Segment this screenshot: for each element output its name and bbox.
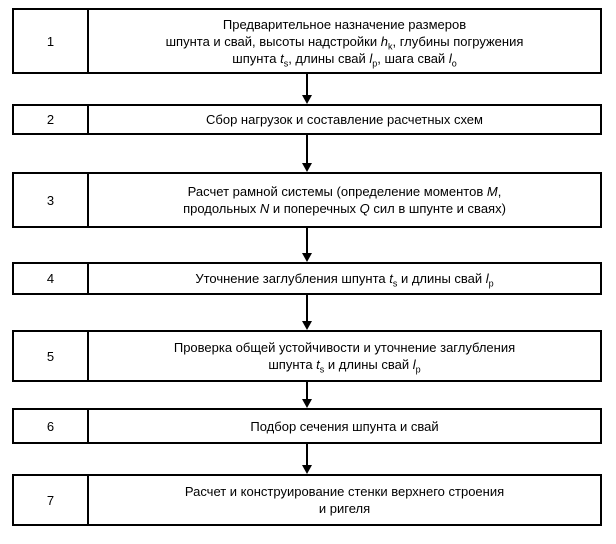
step-text-line: Проверка общей устойчивости и уточнение …: [173, 340, 516, 355]
step-number: 1: [14, 10, 89, 72]
step-number: 6: [14, 410, 89, 442]
arrow-head-icon: [302, 465, 312, 474]
arrow-head-icon: [302, 253, 312, 262]
flow-arrow-down-icon: [12, 444, 602, 474]
step-number: 5: [14, 332, 89, 380]
arrow-shaft: [306, 135, 308, 165]
step-text-line: Расчет рамной системы (определение момен…: [187, 184, 502, 199]
step-text-line: Подбор сечения шпунта и свай: [250, 418, 439, 434]
flow-step-6: 6 Подбор сечения шпунта и свай: [12, 408, 602, 444]
step-text: Расчет рамной системы (определение момен…: [89, 174, 600, 226]
step-text-line: шпунта и свай, высоты надстройки hk, глу…: [165, 33, 524, 52]
step-number: 3: [14, 174, 89, 226]
flow-arrow-down-icon: [12, 228, 602, 262]
step-text: Сбор нагрузок и составление расчетных сх…: [89, 106, 600, 133]
flow-arrow-down-icon: [12, 135, 602, 172]
arrow-shaft: [306, 382, 308, 401]
flow-step-4: 4 Уточнение заглубления шпунта ts и длины…: [12, 262, 602, 295]
step-text-line: Расчет и конструирование стенки верхнего…: [184, 484, 505, 499]
flow-step-3: 3 Расчет рамной системы (определение моме…: [12, 172, 602, 228]
step-text-line: Уточнение заглубления шпунта ts и длины …: [195, 271, 494, 289]
step-text: Уточнение заглубления шпунта ts и длины …: [89, 264, 600, 293]
arrow-head-icon: [302, 321, 312, 330]
flow-arrow-down-icon: [12, 74, 602, 104]
flow-step-7: 7 Расчет и конструирование стенки верхнег…: [12, 474, 602, 526]
step-text-line: продольных N и поперечных Q сил в шпунте…: [183, 201, 506, 216]
arrow-head-icon: [302, 95, 312, 104]
step-text: Проверка общей устойчивости и уточнение …: [89, 332, 600, 380]
step-text-line: Предварительное назначение размеров: [222, 16, 467, 32]
step-text-line: шпунта ts и длины свай lp: [268, 357, 421, 375]
step-text-line: шпунта ts, длины свай lp, шага свай lo: [232, 50, 457, 69]
arrow-head-icon: [302, 399, 312, 408]
step-number: 7: [14, 476, 89, 524]
step-text-line: и ригеля: [318, 501, 371, 516]
flow-arrow-down-icon: [12, 382, 602, 408]
step-text-line: Сбор нагрузок и составление расчетных сх…: [206, 112, 483, 127]
flow-arrow-down-icon: [12, 295, 602, 330]
flow-step-5: 5 Проверка общей устойчивости и уточнение…: [12, 330, 602, 382]
flow-step-2: 2 Сбор нагрузок и составление расчетных с…: [12, 104, 602, 135]
arrow-head-icon: [302, 163, 312, 172]
arrow-shaft: [306, 295, 308, 323]
step-text: Подбор сечения шпунта и свай: [89, 410, 600, 442]
step-number: 2: [14, 106, 89, 133]
arrow-shaft: [306, 228, 308, 255]
arrow-shaft: [306, 444, 308, 467]
step-text: Расчет и конструирование стенки верхнего…: [89, 476, 600, 524]
arrow-shaft: [306, 74, 308, 97]
step-number: 4: [14, 264, 89, 293]
